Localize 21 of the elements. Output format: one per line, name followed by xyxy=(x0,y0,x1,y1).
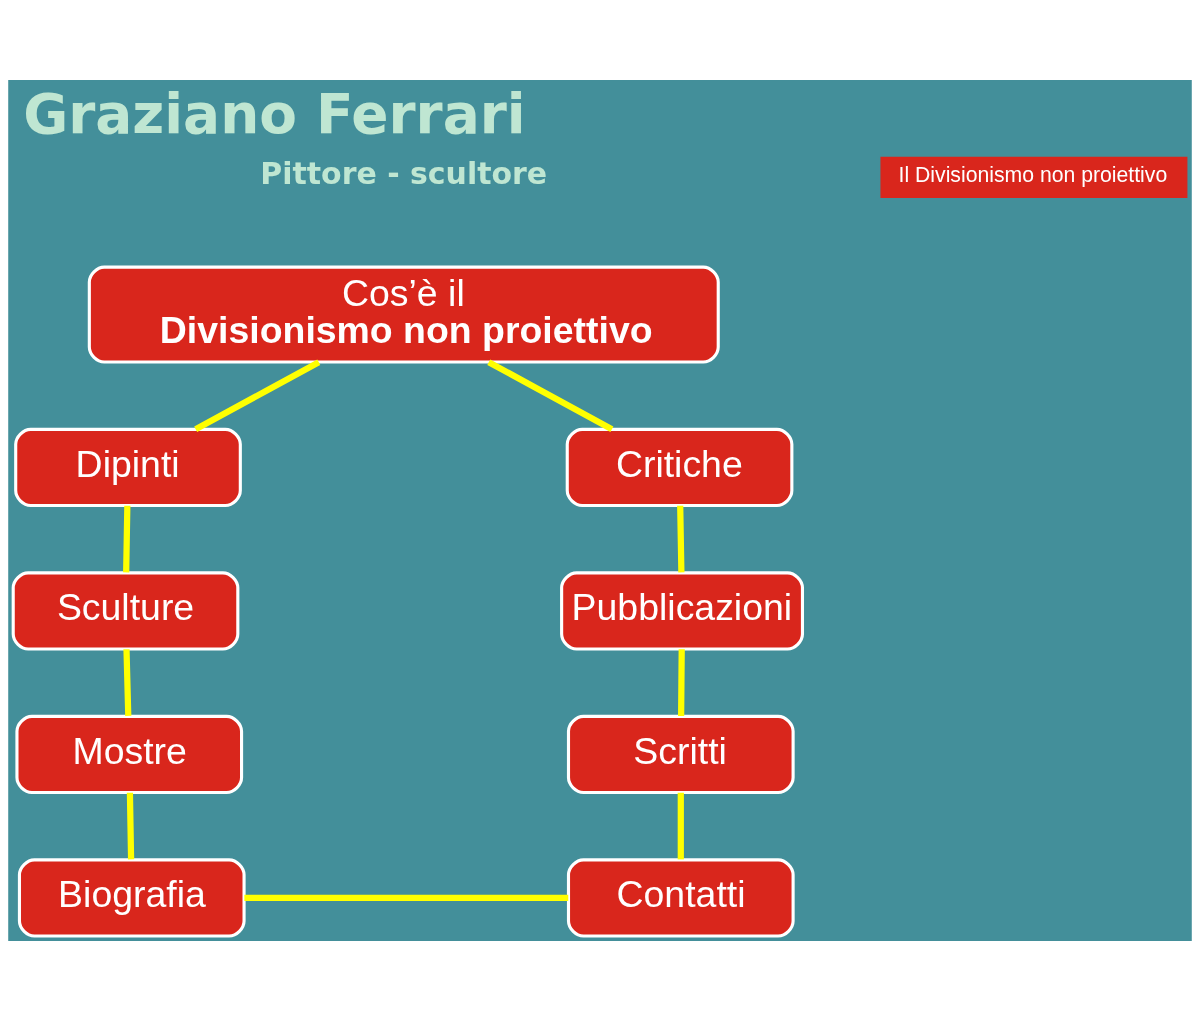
node-box: Sculture xyxy=(11,571,240,651)
connector xyxy=(487,359,614,433)
node-box: Biografia xyxy=(17,858,246,938)
label: Pittore - scultore xyxy=(260,155,548,191)
node-box: Mostre xyxy=(15,714,244,795)
node-box: Dipinti xyxy=(14,427,242,508)
connector xyxy=(244,894,569,902)
connector xyxy=(123,505,131,573)
node-box: Pubblicazioni xyxy=(560,571,804,651)
connector xyxy=(126,792,135,860)
connector xyxy=(678,649,685,716)
connector xyxy=(194,359,321,433)
diagram-title: Graziano Ferrari xyxy=(23,81,526,146)
node-box: Contatti xyxy=(566,858,795,938)
connector xyxy=(677,505,685,573)
connector xyxy=(123,649,132,716)
node-box: Critiche xyxy=(565,427,794,508)
node-box: Il Divisionismo non proiettivo xyxy=(880,156,1188,198)
node-box: Scritti xyxy=(566,714,795,795)
node-box: Cos’è il Divisionismo non proiettivo xyxy=(87,265,720,364)
connector xyxy=(677,792,684,860)
